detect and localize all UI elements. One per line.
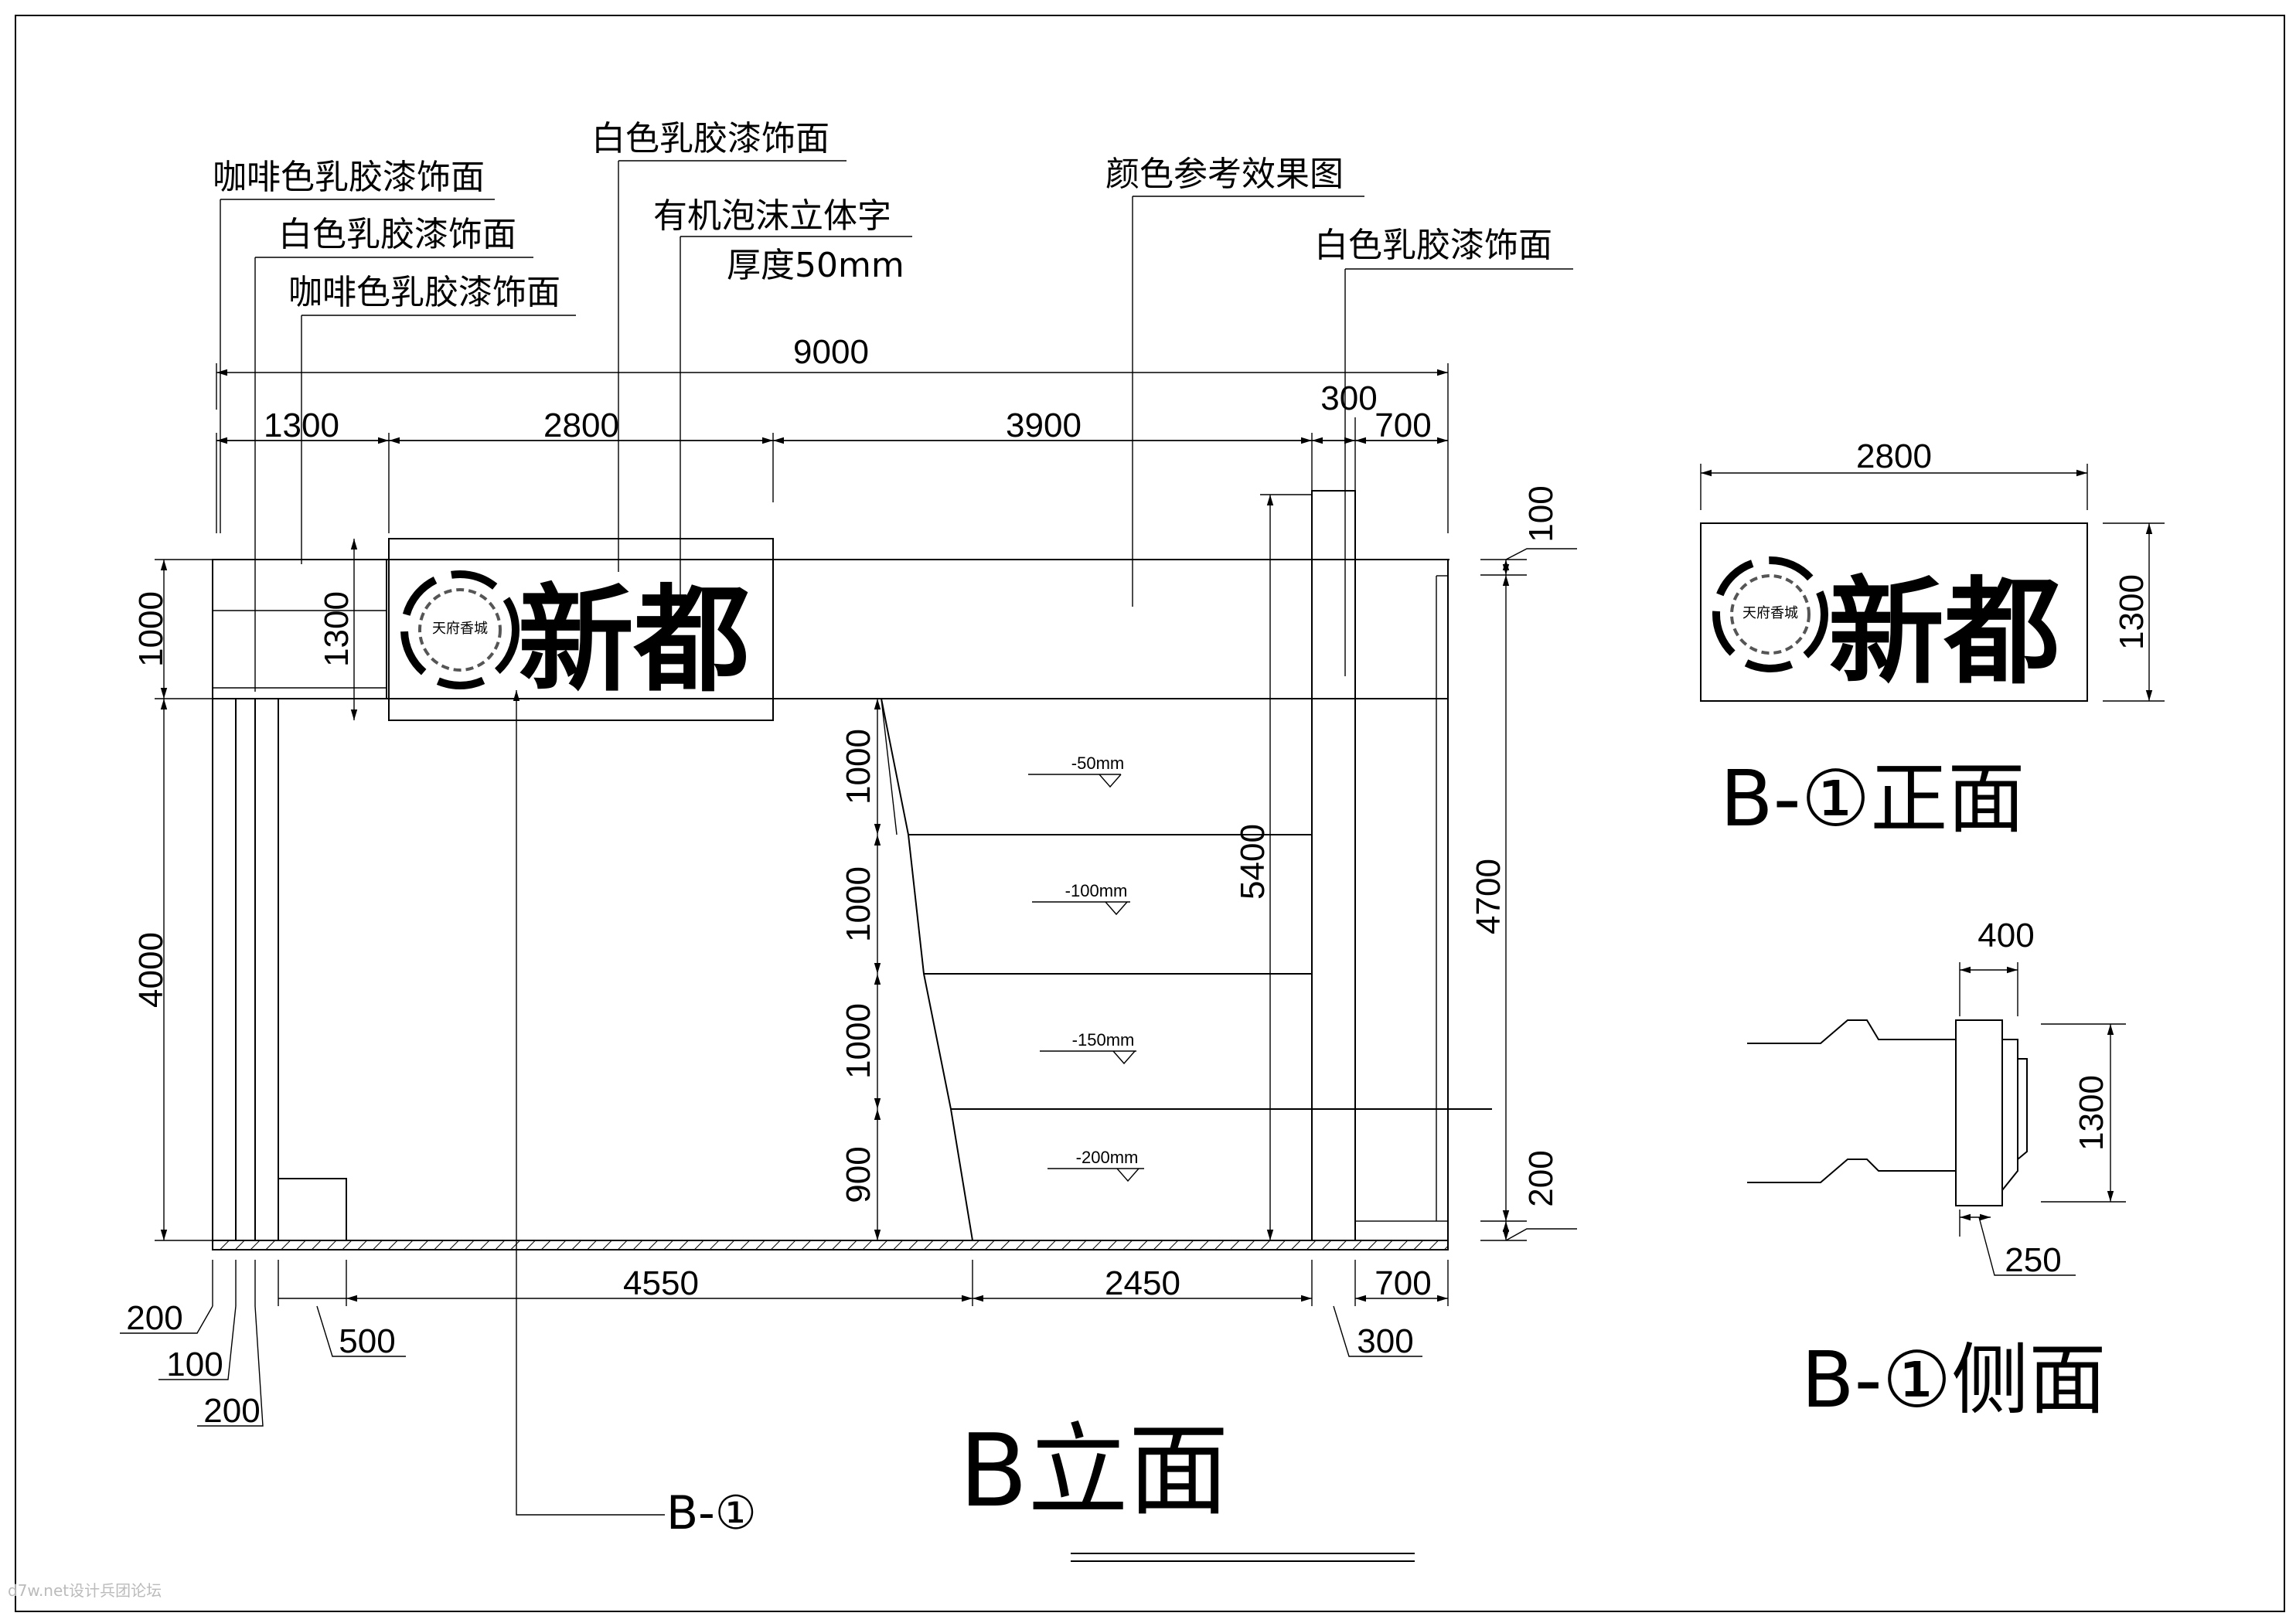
sign-emblem-icon: 天府香城: [400, 570, 519, 689]
dim-small-1: 200: [126, 1299, 182, 1337]
label-foam-line1: 有机泡沫立体字: [653, 196, 891, 236]
dim-step-3: 1000: [840, 1003, 877, 1079]
dim-right-1: 100: [1522, 485, 1560, 542]
dim-top-2: 2800: [543, 407, 619, 444]
label-white-right: 白色乳胶漆饰面: [1314, 226, 1552, 265]
dim-front-height: 1300: [2113, 574, 2151, 650]
step-offset-1: -50mm: [1071, 754, 1124, 773]
dim-side-bottom: 250: [2005, 1241, 2061, 1279]
dim-top-4: 300: [1320, 379, 1377, 417]
dim-left-1: 1000: [132, 591, 170, 667]
dim-front-width: 2800: [1856, 437, 1932, 475]
label-white-top: 白色乳胶漆饰面: [591, 119, 829, 158]
step-offset-2: -100mm: [1065, 881, 1128, 900]
side-view: 400 1300 250 B-①侧面: [1747, 917, 2126, 1425]
sign-emblem-text: 天府香城: [432, 621, 488, 637]
dim-right-2: 4700: [1470, 859, 1507, 934]
label-white-mid: 白色乳胶漆饰面: [278, 215, 516, 254]
dim-bottom-3: 700: [1375, 1264, 1431, 1302]
step-offset-4: -200mm: [1076, 1148, 1139, 1167]
title-main: B立面: [959, 1412, 1228, 1529]
title-front: B-①正面: [1720, 754, 2025, 844]
watermark: d7w.net设计兵团论坛: [8, 1581, 162, 1600]
sign-brand-text: 新都: [518, 573, 750, 708]
dim-small-4: 500: [339, 1322, 395, 1360]
front-emblem-icon: 天府香城: [1712, 556, 1828, 672]
dim-side-height: 1300: [2073, 1075, 2110, 1151]
callout-b1: B-①: [666, 1486, 757, 1540]
step-offset-notes: -50mm -100mm -150mm -200mm: [1028, 754, 1144, 1182]
dim-top-5: 700: [1375, 407, 1431, 444]
dim-top-3: 3900: [1006, 407, 1082, 444]
label-coffee-low: 咖啡色乳胶漆饰面: [288, 273, 560, 312]
dimensions-main: 9000 1300 2800 3900 300 700 1000 4000 13…: [120, 333, 1577, 1430]
dim-top-1: 1300: [264, 407, 339, 444]
step-offset-3: -150mm: [1072, 1030, 1135, 1050]
dim-small-3: 200: [203, 1392, 260, 1430]
dim-left-2: 4000: [132, 932, 170, 1008]
sheet-border: [15, 15, 2285, 1612]
dim-small-5: 300: [1357, 1322, 1413, 1360]
label-coffee-top: 咖啡色乳胶漆饰面: [213, 158, 485, 197]
dim-center-height: 5400: [1234, 824, 1272, 900]
front-sign-box: [1700, 522, 2088, 702]
sign-box: [388, 538, 774, 721]
dim-side-width: 400: [1977, 917, 2034, 954]
dim-step-1: 1000: [840, 729, 877, 805]
dim-step-4: 900: [840, 1146, 877, 1203]
annotation-labels: 咖啡色乳胶漆饰面 白色乳胶漆饰面 咖啡色乳胶漆饰面 白色乳胶漆饰面 有机泡沫立体…: [213, 119, 1573, 1540]
label-foam-line2: 厚度50mm: [727, 246, 904, 285]
dim-bottom-2: 2450: [1105, 1264, 1180, 1302]
label-color-ref: 颜色参考效果图: [1105, 155, 1344, 194]
dim-small-2: 100: [166, 1346, 223, 1383]
dim-step-2: 1000: [840, 866, 877, 942]
dim-sign-height: 1300: [318, 591, 356, 667]
front-view: 2800 天府香城 新都 1300 B-①正面: [1700, 437, 2165, 844]
main-elevation: 天府香城 新都 -50mm -100mm -150mm -200mm: [212, 490, 1492, 1250]
dim-overall: 9000: [793, 333, 869, 371]
dim-right-3: 200: [1522, 1150, 1560, 1206]
front-brand-text: 新都: [1828, 566, 2060, 700]
front-emblem-text: 天府香城: [1742, 605, 1798, 621]
dim-bottom-1: 4550: [623, 1264, 699, 1302]
title-side: B-①侧面: [1801, 1335, 2106, 1425]
